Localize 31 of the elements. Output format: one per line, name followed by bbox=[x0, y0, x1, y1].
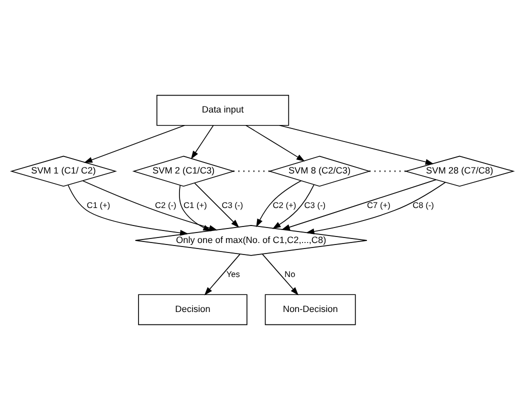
edge-label: C7 (+) bbox=[367, 200, 390, 210]
arrow bbox=[256, 180, 302, 228]
node-diamond: SVM 2 (C1/C3) bbox=[132, 156, 235, 187]
arrow bbox=[194, 182, 240, 228]
node-box: Data input bbox=[156, 94, 290, 126]
edge-label: C1 (+) bbox=[86, 200, 110, 210]
arrow bbox=[281, 179, 436, 230]
arrow bbox=[279, 124, 434, 165]
arrow bbox=[246, 124, 305, 162]
edge-label: C2 (+) bbox=[272, 200, 296, 210]
arrow bbox=[179, 185, 212, 232]
arrow bbox=[262, 254, 299, 296]
edge-label: C8 (-) bbox=[412, 200, 434, 210]
node-diamond: SVM 28 (C7/C8) bbox=[404, 156, 515, 187]
edge-label: C3 (-) bbox=[304, 200, 326, 210]
arrow bbox=[84, 124, 186, 163]
node-box: Non-Decision bbox=[264, 294, 356, 326]
arrow bbox=[190, 125, 214, 160]
connector bbox=[370, 170, 406, 172]
edge-label: C1 (+) bbox=[184, 200, 207, 210]
arrow bbox=[204, 254, 240, 296]
arrow bbox=[82, 180, 218, 231]
arrow bbox=[68, 184, 188, 236]
edge-label: Yes bbox=[226, 269, 240, 280]
edge-label: C3 (-) bbox=[222, 200, 243, 210]
edge-label: C2 (-) bbox=[155, 200, 176, 210]
arrow bbox=[272, 184, 314, 229]
node-box: Decision bbox=[138, 294, 248, 326]
connector bbox=[233, 170, 270, 172]
edge-label: No bbox=[284, 269, 296, 280]
arrow bbox=[306, 182, 446, 234]
